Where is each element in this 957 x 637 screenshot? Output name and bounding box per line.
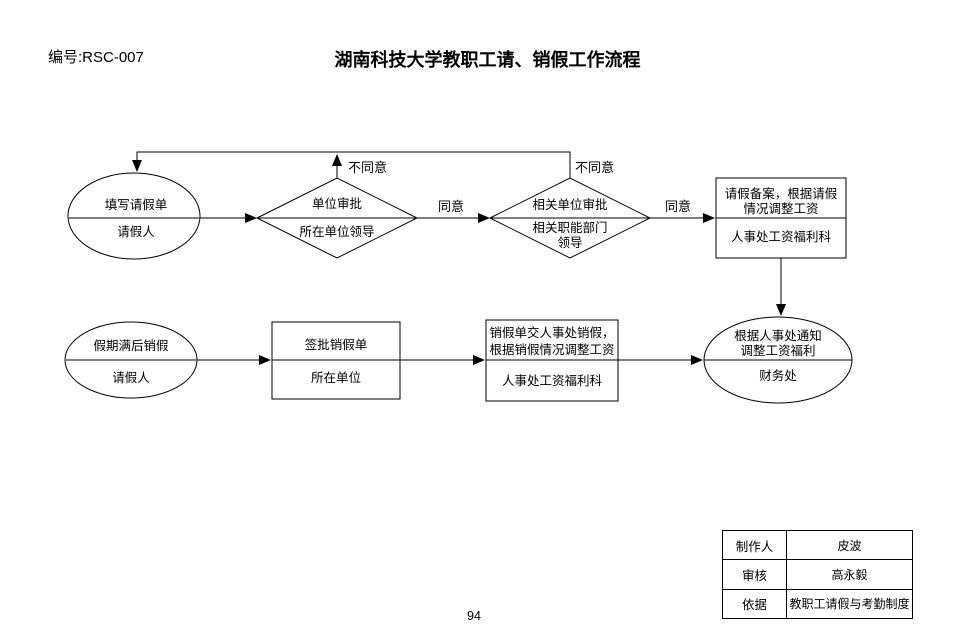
doc-code: 编号:RSC-007	[48, 49, 144, 66]
related-approval-action-label: 相关单位审批	[532, 198, 608, 212]
edge-label-agree-1: 同意	[438, 199, 465, 214]
edge-label-disagree-1: 不同意	[348, 160, 388, 175]
info-table-value-cell: 高永毅	[786, 559, 913, 590]
sign-actor-label: 所在单位	[310, 371, 361, 385]
finance-action-label: 根据人事处通知调整工资福利	[734, 329, 822, 358]
info-table-label-cell: 审核	[722, 559, 787, 590]
start-actor-label: 请假人	[117, 225, 155, 239]
edge-label-agree-2: 同意	[665, 199, 692, 214]
edge-label-disagree-2: 不同意	[575, 160, 615, 175]
report-actor-label: 请假人	[112, 371, 150, 385]
unit-approval-actor-label: 所在单位领导	[299, 225, 375, 239]
start-action-label: 填写请假单	[104, 198, 168, 212]
info-table-row: 制作人 皮波	[722, 529, 913, 561]
page-title: 湖南科技大学教职工请、销假工作流程	[334, 50, 641, 70]
record-action-label: 请假备案，根据请假情况调整工资	[724, 187, 838, 216]
finance-actor-label: 财务处	[759, 369, 797, 383]
info-table-label-cell: 依据	[722, 588, 787, 620]
info-table-label-cell: 制作人	[722, 529, 787, 561]
info-table: 制作人 皮波 审核 高永毅 依据 教职工请假与考勤制度	[722, 529, 913, 620]
report-action-label: 假期满后销假	[93, 339, 169, 353]
submit-action-label: 销假单交人事处销假，根据销假情况调整工资	[489, 326, 615, 357]
page-number: 94	[467, 609, 481, 623]
record-actor-label: 人事处工资福利科	[730, 230, 831, 244]
disagree-return-connector	[132, 151, 571, 178]
start-ellipse-shape	[67, 172, 201, 260]
unit-approval-action-label: 单位审批	[311, 197, 362, 211]
info-table-row: 审核 高永毅	[722, 559, 913, 590]
submit-actor-label: 人事处工资福利科	[501, 374, 602, 388]
related-approval-actor-label: 相关职能部门领导	[532, 221, 608, 250]
info-table-row: 依据 教职工请假与考勤制度	[722, 588, 913, 620]
info-table-value-cell: 教职工请假与考勤制度	[786, 588, 913, 620]
sign-action-label: 签批销假单	[304, 338, 368, 352]
info-table-value-cell: 皮波	[786, 529, 913, 561]
